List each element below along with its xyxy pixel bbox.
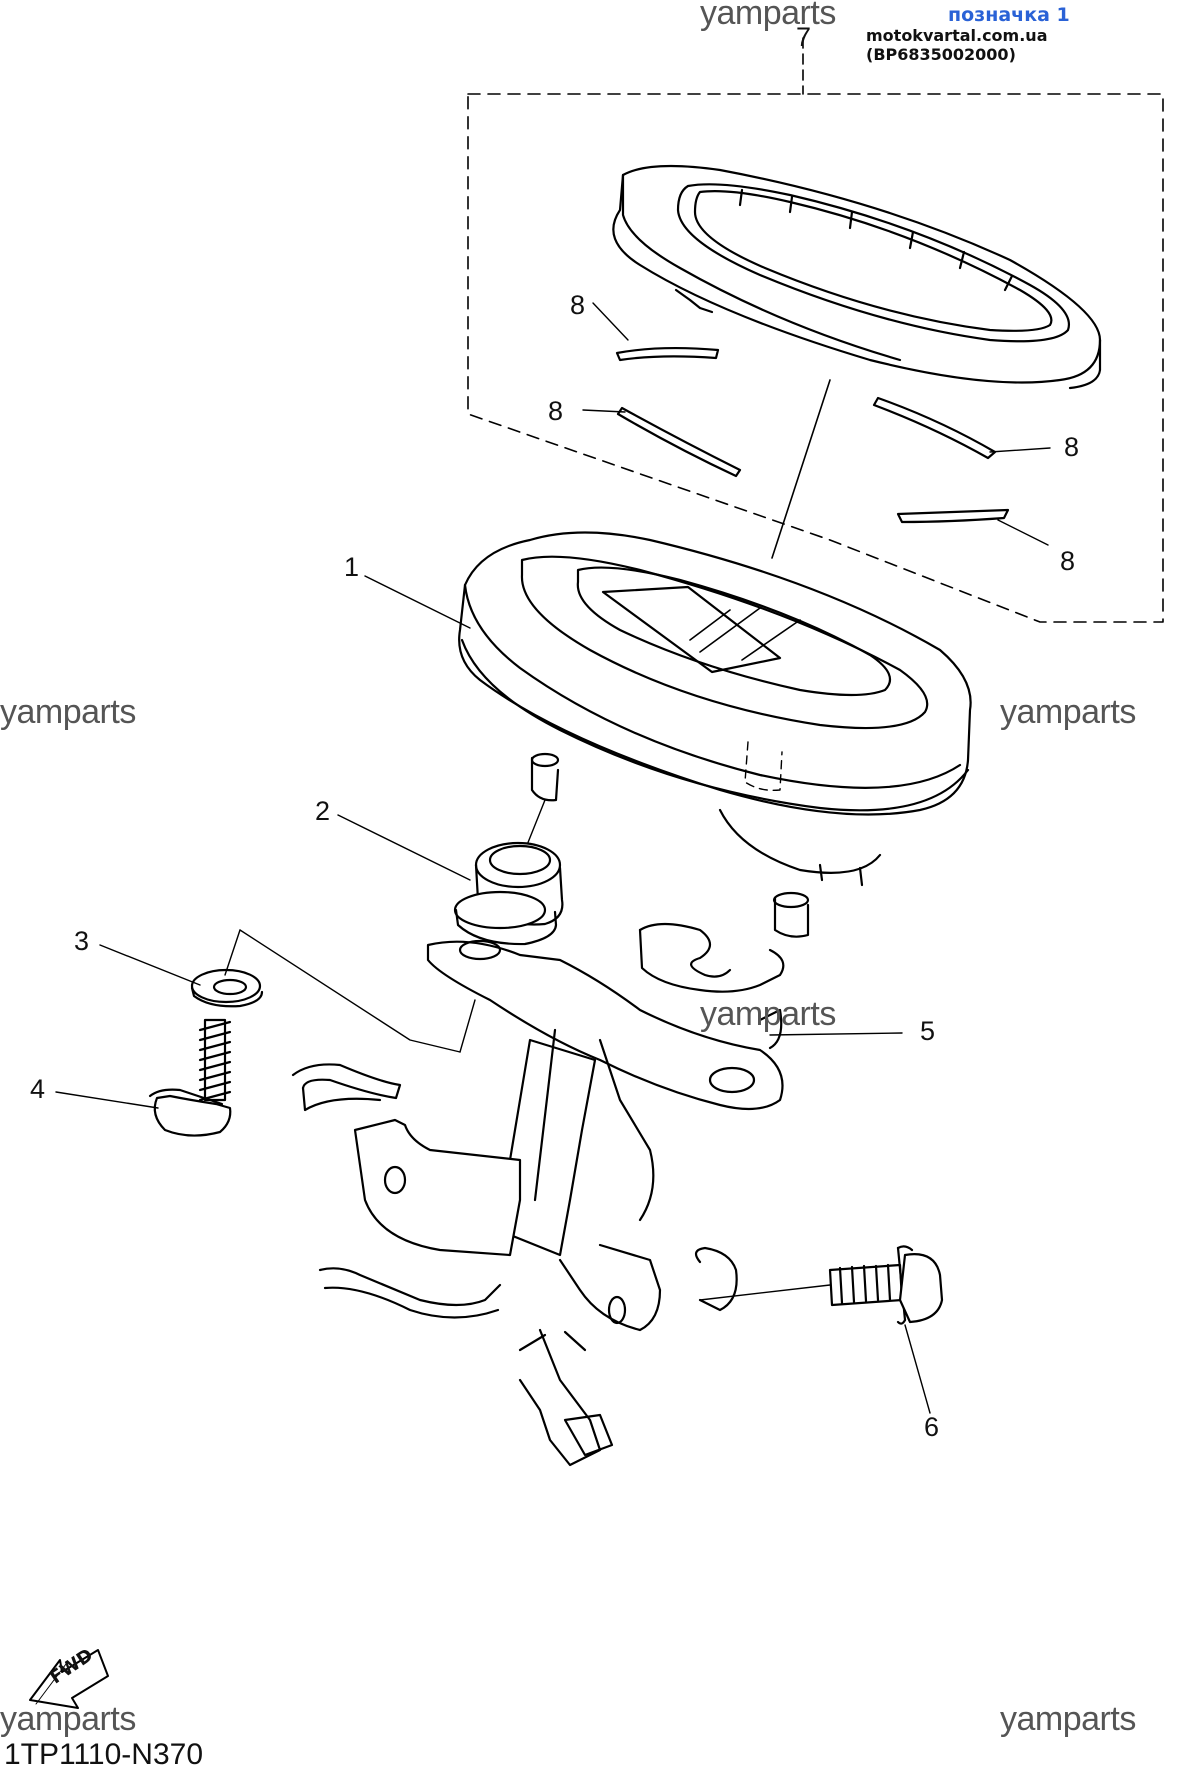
meter-stay	[291, 1028, 738, 1467]
group-7-outline	[467, 93, 1164, 623]
diagram-code: 1TP1110-N370	[4, 1738, 204, 1771]
meter-bracket	[426, 922, 785, 1111]
fwd-arrow-icon	[29, 1649, 109, 1709]
callout-8a: 8	[570, 290, 586, 320]
callout-6: 6	[924, 1412, 940, 1442]
callout-7: 7	[796, 22, 812, 52]
stamp-site: motokvartal.com.ua (BP6835002000)	[866, 26, 1048, 64]
screw	[148, 1018, 232, 1137]
strip-8-d	[896, 508, 1010, 524]
stamp-title: позначка 1	[948, 4, 1070, 26]
meter-assembly	[458, 531, 972, 938]
grommet	[453, 799, 564, 946]
strip-8-b	[616, 406, 742, 478]
watermark-bottom-right: yamparts	[1000, 1700, 1136, 1738]
callout-3: 3	[74, 926, 90, 956]
watermark-top: yamparts	[700, 0, 836, 32]
callout-8b: 8	[548, 396, 564, 426]
callout-4: 4	[30, 1074, 46, 1104]
watermark-right: yamparts	[1000, 693, 1136, 731]
watermark-center: yamparts	[700, 995, 836, 1033]
watermark-left: yamparts	[0, 693, 136, 731]
strip-8-a	[615, 346, 720, 362]
strip-8-c	[872, 396, 997, 460]
flange-bolt	[699, 1245, 944, 1325]
watermark-bottom-left: yamparts	[0, 1700, 136, 1738]
leader-lines	[55, 302, 1051, 1414]
callout-8d: 8	[1060, 546, 1076, 576]
washer	[190, 968, 264, 1008]
callout-8c: 8	[1064, 432, 1080, 462]
callout-2: 2	[315, 796, 331, 826]
callout-5: 5	[920, 1016, 936, 1046]
callout-1: 1	[344, 552, 360, 582]
meter-cover-ring	[612, 164, 1102, 390]
